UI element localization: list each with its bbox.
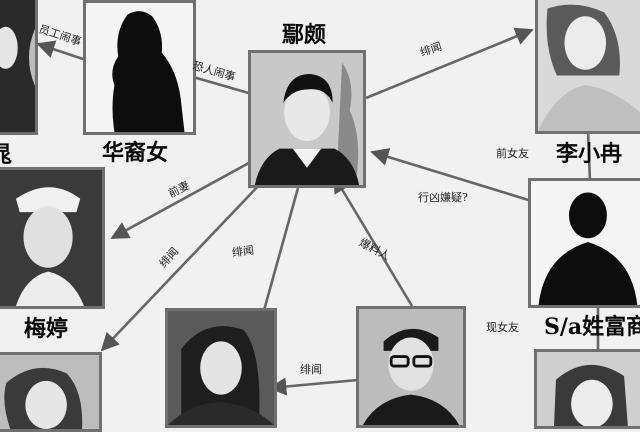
photo-hua-shangnv [83,0,196,135]
photo-mei-ting [0,167,105,309]
photo-bottom-left [0,352,102,432]
photo-center [248,50,366,188]
name-li-xiaoran: 李小冉 [556,141,623,167]
photo-sa-businessman [528,178,640,308]
arrow-suspect [370,148,549,208]
label-gossip-bottom: 绯闻 [300,363,322,376]
arrow-li-xiaoran [365,27,534,100]
photo-left-top [0,0,38,135]
name-hua-shangnv: 华裔女 [102,140,169,166]
photo-bottom-right [534,349,640,429]
name-left-partial: 晁 [0,142,13,168]
label-current-girlfriend: 现女友 [486,321,519,334]
arrow-mei-ting [110,156,259,240]
arrow-informant [332,174,414,307]
photo-bottom-center [165,308,277,428]
name-sa-businessman: S/a姓富商 [544,314,640,340]
label-suspect: 行凶嫌疑? [418,191,468,204]
label-gossip-mid: 绯闻 [231,243,255,260]
photo-informant [356,306,466,428]
name-mei-ting: 梅婷 [24,316,69,342]
line-ex-girlfriend [586,129,592,183]
photo-li-xiaoran [535,0,640,134]
arrow-left-bottom [100,181,263,352]
name-center: 鄢颇 [282,22,327,48]
label-ex-girlfriend: 前女友 [496,147,529,160]
relation-arrows [36,27,608,414]
arrow-bottom-gossip [268,377,359,396]
